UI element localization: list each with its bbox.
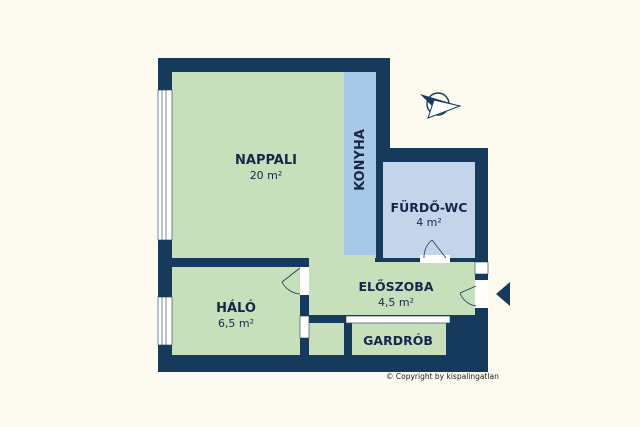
label-nappali: NAPPALI [235, 153, 297, 168]
room-furdo [383, 162, 475, 258]
opening-nappali-eloszoba [309, 255, 375, 265]
label-haloszoba: HÁLÓ [216, 300, 256, 316]
door-gardrob [345, 315, 451, 324]
copyright-text: © Copyright by kispalingatlan [386, 372, 499, 381]
window-furdo-right [474, 261, 489, 275]
area-furdo: 4 m² [416, 216, 442, 229]
label-gardrob: GARDRÓB [363, 333, 433, 348]
room-haloszoba [172, 267, 300, 355]
room-konyha [344, 72, 376, 258]
area-eloszoba: 4,5 m² [378, 296, 414, 309]
room-nappali [172, 72, 344, 258]
label-konyha: KONYHA [353, 129, 368, 191]
entrance-arrow-icon [496, 282, 510, 306]
door-haloszoba [281, 267, 309, 295]
compass-icon [420, 92, 462, 119]
window-left-upper [157, 89, 173, 241]
area-haloszoba: 6,5 m² [218, 317, 254, 330]
label-eloszoba: ELŐSZOBA [358, 279, 433, 294]
label-furdo: FÜRDŐ-WC [391, 200, 468, 215]
door-haloszoba-closet [299, 315, 310, 339]
room-small-closet [309, 323, 344, 355]
door-entrance [459, 280, 488, 308]
room-eloszoba [309, 262, 475, 315]
area-nappali: 20 m² [250, 169, 283, 182]
room-gardrob [352, 323, 446, 355]
door-furdo [420, 239, 450, 263]
window-left-lower [157, 296, 173, 346]
